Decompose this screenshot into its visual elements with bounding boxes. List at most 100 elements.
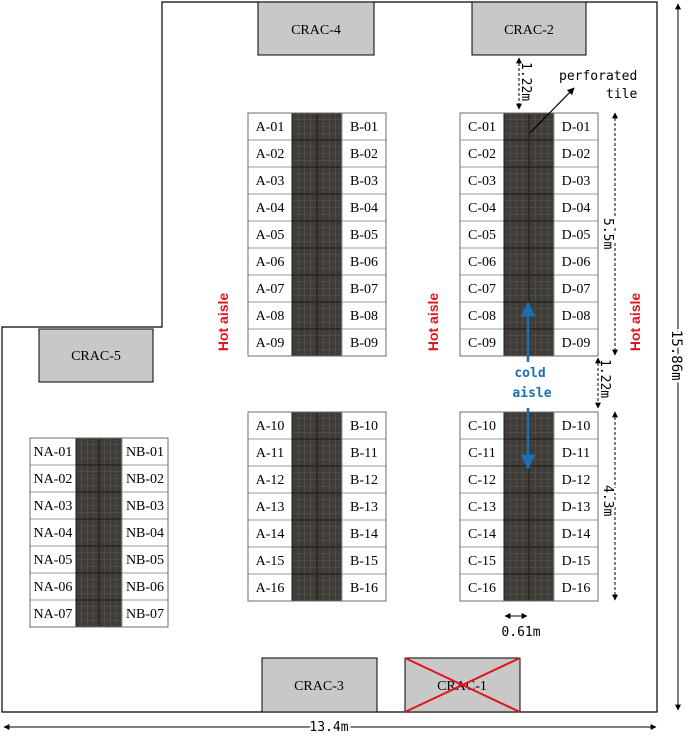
- rack-label: C-08: [468, 309, 496, 324]
- rack-row-bottom-dimension: 4.3m: [600, 485, 615, 516]
- hot-aisle-label: Hot aisle: [627, 293, 643, 352]
- rack-cell: [553, 112, 599, 141]
- rack-label: B-04: [350, 201, 378, 216]
- rack-label: D-04: [562, 201, 591, 216]
- crac-unit-5: CRAC-5: [38, 328, 154, 383]
- room-width-dimension: 13.4m: [309, 720, 348, 735]
- rack-label: C-11: [468, 446, 495, 461]
- rack-cell: [341, 438, 387, 467]
- room-height-dimension: 15.86m: [668, 330, 684, 381]
- rack-label: D-03: [562, 174, 591, 189]
- rack-label: A-08: [256, 309, 285, 324]
- rack-label: A-16: [256, 581, 285, 596]
- rack-label: B-11: [350, 446, 377, 461]
- rack-cell: [121, 518, 169, 547]
- rack-label: B-05: [350, 228, 378, 243]
- rack-label: D-15: [562, 554, 591, 569]
- rack-label: C-04: [468, 201, 496, 216]
- rack-cell: [121, 545, 169, 574]
- rack-cell: [553, 546, 599, 575]
- rack-cell: [553, 328, 599, 357]
- rack-label: C-10: [468, 419, 496, 434]
- rack-cell: [121, 599, 169, 628]
- rack-cell: [29, 518, 77, 547]
- rack-label: D-14: [562, 527, 591, 542]
- rack-cell: [247, 492, 293, 521]
- perforated-tile-label: tile: [606, 87, 637, 102]
- rack-label: B-13: [350, 500, 378, 515]
- row-gap-dimension: 1.22m: [597, 359, 612, 398]
- rack-label: A-04: [256, 201, 285, 216]
- crac-3-label: CRAC-3: [294, 679, 344, 694]
- rack-cell: [121, 437, 169, 466]
- cold-aisle-label: cold: [514, 366, 545, 381]
- rack-label: D-05: [562, 228, 591, 243]
- crac-gap-dimension: 1.22m: [518, 62, 533, 101]
- rack-label: D-11: [562, 446, 590, 461]
- rack-label: NB-06: [126, 580, 164, 595]
- crac-unit-2: CRAC-2: [471, 1, 587, 56]
- rack-label: NA-05: [34, 553, 73, 568]
- rack-label: A-09: [256, 336, 285, 351]
- rack-label: A-15: [256, 554, 285, 569]
- crac-2-label: CRAC-2: [504, 23, 554, 38]
- crac-unit-3: CRAC-3: [261, 657, 378, 713]
- rack-cell: [121, 491, 169, 520]
- rack-cell: [247, 301, 293, 330]
- rack-label: NA-01: [34, 445, 73, 460]
- rack-label: D-07: [562, 282, 591, 297]
- rack-label: A-13: [256, 500, 285, 515]
- rack-cell: [553, 193, 599, 222]
- hot-aisle-label: Hot aisle: [425, 293, 441, 352]
- rack-label: NB-04: [126, 526, 164, 541]
- rack-label: A-05: [256, 228, 285, 243]
- rack-cell: [247, 411, 293, 440]
- rack-label: NB-05: [126, 553, 164, 568]
- rack-label: A-12: [256, 473, 285, 488]
- rack-label: NB-01: [126, 445, 164, 460]
- rack-label: NB-03: [126, 499, 164, 514]
- rack-label: C-01: [468, 120, 496, 135]
- rack-cell: [121, 464, 169, 493]
- rack-label: B-06: [350, 255, 378, 270]
- rack-cell: [341, 247, 387, 276]
- rack-label: NB-07: [126, 607, 164, 622]
- rack-label: C-02: [468, 147, 496, 162]
- rack-label: C-09: [468, 336, 496, 351]
- rack-label: A-03: [256, 174, 285, 189]
- rack-cell: [459, 492, 505, 521]
- rack-label: B-02: [350, 147, 378, 162]
- rack-cell: [247, 274, 293, 303]
- crac-5-label: CRAC-5: [71, 349, 121, 364]
- rack-label: A-14: [256, 527, 285, 542]
- rack-cell: [553, 274, 599, 303]
- rack-group-frame: [247, 112, 387, 357]
- rack-label: NA-02: [34, 472, 73, 487]
- rack-cell: [247, 328, 293, 357]
- room-outline: [1, 1, 658, 713]
- rack-label: B-16: [350, 581, 378, 596]
- rack-cell: [553, 519, 599, 548]
- rack-label: A-11: [256, 446, 284, 461]
- rack-label: C-13: [468, 500, 496, 515]
- rack-group-frame: [247, 411, 387, 602]
- rack-label: NB-02: [126, 472, 164, 487]
- rack-label: NA-03: [34, 499, 73, 514]
- rack-label: C-07: [468, 282, 496, 297]
- rack-cell: [553, 465, 599, 494]
- rack-label: B-08: [350, 309, 378, 324]
- rack-group-frame: [29, 437, 169, 628]
- rack-label: D-12: [562, 473, 591, 488]
- rack-cell: [247, 573, 293, 602]
- rack-label: B-15: [350, 554, 378, 569]
- rack-cell: [341, 328, 387, 357]
- rack-label: B-01: [350, 120, 378, 135]
- rack-label: D-02: [562, 147, 591, 162]
- rack-cell: [553, 492, 599, 521]
